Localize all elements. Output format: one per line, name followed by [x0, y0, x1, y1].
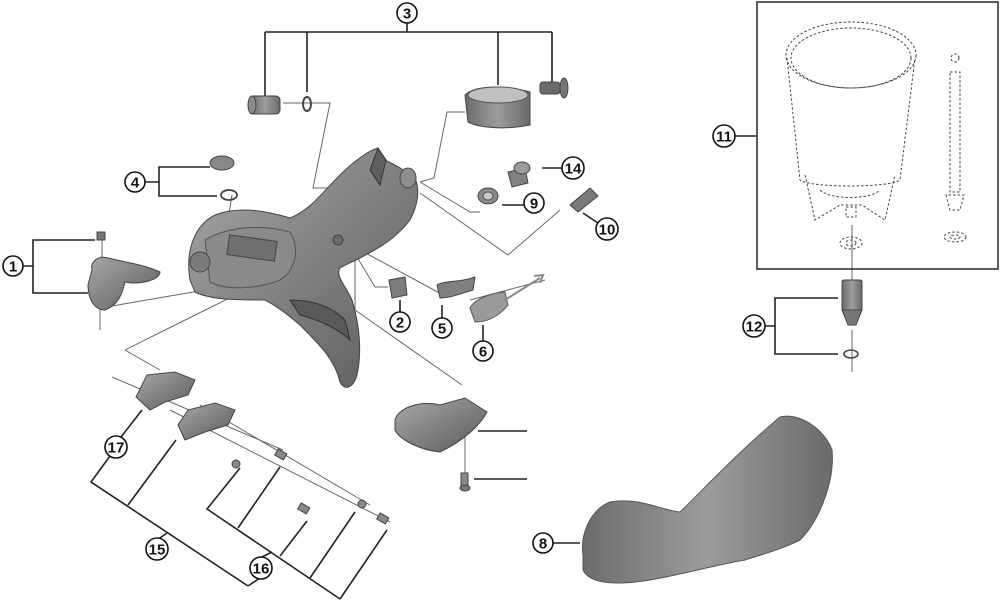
svg-text:10: 10 [599, 222, 616, 239]
callout-5: 5 [431, 317, 453, 339]
callout-17: 17 [104, 435, 128, 459]
part-8-hood [581, 415, 833, 584]
parts-2-5-6 [388, 273, 545, 323]
callout-1: 1 [2, 255, 24, 277]
svg-text:12: 12 [746, 319, 763, 336]
callout-6: 6 [472, 340, 494, 362]
callout-11: 11 [712, 124, 736, 148]
part-4-cap-and-oring [209, 155, 238, 201]
callout-14: 14 [561, 156, 585, 180]
svg-text:17: 17 [108, 440, 125, 457]
svg-text:4: 4 [131, 175, 140, 192]
callout-2: 2 [389, 311, 411, 333]
callout-16: 16 [249, 556, 273, 580]
svg-text:9: 9 [530, 196, 538, 213]
parts-15-16-17-mount-hardware [135, 371, 390, 525]
callout-12: 12 [742, 314, 766, 338]
svg-text:2: 2 [396, 315, 404, 332]
callout-15: 15 [145, 537, 169, 561]
part-7-cover-and-bolt [394, 397, 488, 492]
svg-text:14: 14 [565, 161, 582, 178]
svg-text:1: 1 [9, 259, 17, 276]
svg-text:8: 8 [539, 536, 547, 553]
svg-text:11: 11 [716, 129, 732, 146]
callout-9: 9 [523, 192, 545, 214]
parts-9-10-14 [477, 161, 599, 213]
callout-10: 10 [595, 217, 619, 241]
svg-text:6: 6 [479, 344, 487, 361]
part-1-lever-cover [87, 231, 161, 311]
callout-4: 4 [124, 171, 146, 193]
svg-text:15: 15 [149, 542, 166, 559]
callout-3: 3 [396, 2, 418, 24]
part-12-bleed-nipple [841, 279, 863, 359]
svg-text:3: 3 [403, 6, 411, 23]
part-3-components [247, 77, 569, 129]
inset-box [756, 1, 999, 270]
svg-text:16: 16 [253, 561, 270, 578]
svg-text:5: 5 [438, 321, 446, 338]
main-lever-body [188, 146, 419, 388]
callout-8: 8 [532, 532, 554, 554]
callout-brackets [23, 21, 838, 600]
part-11-inset [756, 1, 999, 270]
